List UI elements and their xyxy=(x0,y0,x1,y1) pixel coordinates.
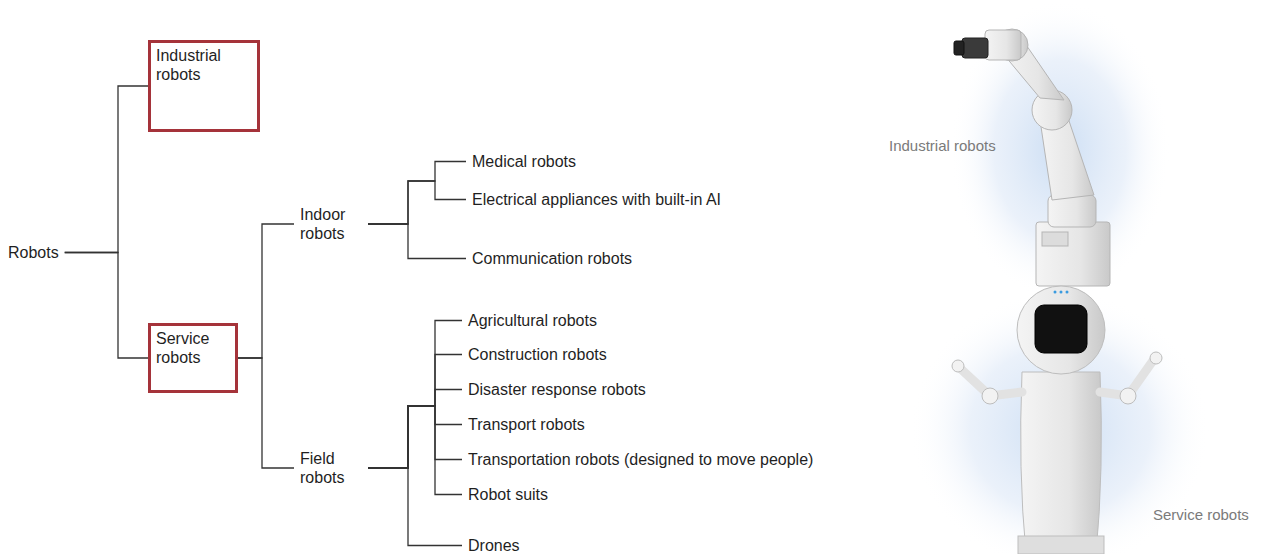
illustration-caption: Service robots xyxy=(1153,506,1249,523)
tree-connector xyxy=(238,358,294,468)
tree-connector xyxy=(368,406,462,468)
tree-connector xyxy=(238,224,294,358)
industrial-arm xyxy=(954,29,1110,286)
tree-item: Robots xyxy=(8,243,59,262)
tree-connector xyxy=(368,406,462,495)
item-text: Agricultural robots xyxy=(468,311,597,330)
tree-connector xyxy=(368,390,462,469)
illustration-caption: Industrial robots xyxy=(889,137,996,154)
tree-connector xyxy=(368,162,466,225)
tree-item: Indoor robots xyxy=(300,205,362,243)
tree-item: Agricultural robots xyxy=(468,311,597,330)
tree-item: Construction robots xyxy=(468,345,607,364)
tree-item: Medical robots xyxy=(472,152,576,171)
tree-item: Electrical appliances with built-in AI xyxy=(472,190,721,209)
tree-item: Transport robots xyxy=(468,415,585,434)
service-robot xyxy=(952,286,1162,554)
item-text: Drones xyxy=(468,536,520,554)
tree-connector xyxy=(368,406,462,468)
item-text: Service robots xyxy=(156,329,230,367)
tree-item: Drones xyxy=(468,536,520,554)
tree-item: Robot suits xyxy=(468,485,548,504)
item-text: Medical robots xyxy=(472,152,576,171)
item-text: Transport robots xyxy=(468,415,585,434)
tree-connector xyxy=(65,253,148,359)
item-text: Construction robots xyxy=(468,345,607,364)
tree-item: Communication robots xyxy=(472,249,632,268)
item-text: Transportation robots (designed to move … xyxy=(468,450,813,469)
item-text: Electrical appliances with built-in AI xyxy=(472,190,721,209)
category-box: Service robots xyxy=(148,323,238,393)
tree-item: Transportation robots (designed to move … xyxy=(468,450,813,469)
item-text: Industrial robots xyxy=(156,46,252,84)
tree-item: Field robots xyxy=(300,449,362,487)
tree-connector xyxy=(368,355,462,469)
item-text: Indoor robots xyxy=(300,205,362,243)
item-text: Communication robots xyxy=(472,249,632,268)
item-text: Robot suits xyxy=(468,485,548,504)
tree-connector xyxy=(368,468,462,546)
tree-connector xyxy=(65,86,148,253)
tree-connector xyxy=(368,321,462,469)
tree-connector xyxy=(368,224,466,259)
category-box: Industrial robots xyxy=(148,40,260,132)
item-text: Disaster response robots xyxy=(468,380,646,399)
tree-connector xyxy=(368,181,466,224)
item-text: Robots xyxy=(8,243,59,262)
tree-item: Disaster response robots xyxy=(468,380,646,399)
item-text: Field robots xyxy=(300,449,362,487)
